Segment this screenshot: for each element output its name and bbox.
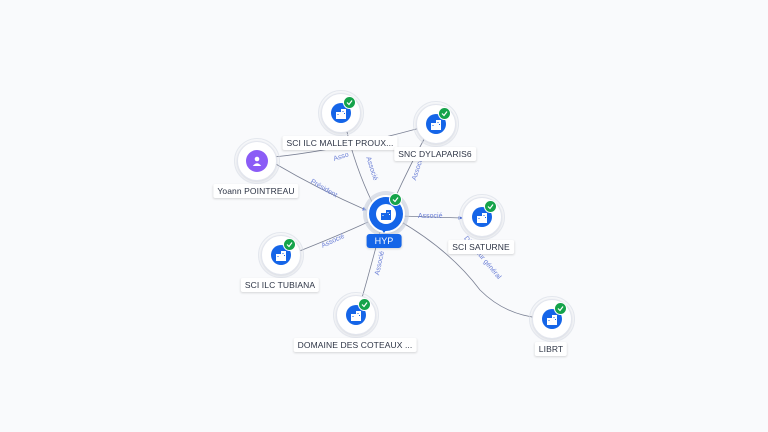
edge-hyp-saturne (399, 215, 463, 220)
building-icon (426, 114, 446, 134)
verified-check-icon (389, 193, 402, 206)
building-icon (346, 305, 366, 325)
node-label[interactable]: DOMAINE DES COTEAUX ... (293, 338, 417, 352)
node-circle[interactable] (367, 193, 405, 233)
node-circle[interactable] (258, 232, 304, 278)
edge-label-hyp-mallet: Associé (364, 156, 378, 182)
node-label[interactable]: SCI SATURNE (448, 240, 514, 254)
edge-hyp-librt (397, 219, 541, 320)
node-circle[interactable] (529, 296, 575, 342)
building-icon (271, 245, 291, 265)
edge-label-yoann-mallet: Asso (333, 151, 350, 162)
building-icon (472, 207, 492, 227)
edge-label-yoann-hyp: Président (309, 178, 338, 199)
building-icon (376, 204, 396, 224)
node-label[interactable]: SCI ILC MALLET PROUX... (282, 136, 398, 150)
node-circle[interactable] (234, 138, 280, 184)
edge-label-hyp-saturne: Associé (418, 213, 443, 220)
verified-check-icon (358, 298, 371, 311)
node-circle[interactable] (459, 194, 505, 240)
verified-check-icon (554, 302, 567, 315)
verified-check-icon (343, 96, 356, 109)
verified-check-icon (484, 200, 497, 213)
building-icon (331, 103, 351, 123)
node-circle[interactable] (413, 101, 459, 147)
node-label[interactable]: SCI ILC TUBIANA (240, 278, 320, 292)
pin-pointer (379, 226, 389, 233)
edge-label-hyp-domaine: Associé (374, 250, 386, 276)
node-circle[interactable] (333, 292, 379, 338)
building-icon (542, 309, 562, 329)
edge-yoann-hyp (273, 162, 367, 211)
node-circle[interactable] (318, 90, 364, 136)
verified-check-icon (283, 238, 296, 251)
edge-label-hyp-tubiana: Associé (321, 233, 346, 250)
verified-check-icon (438, 107, 451, 120)
node-label[interactable]: LIBRT (534, 342, 568, 356)
person-icon (246, 150, 268, 172)
node-label[interactable]: HYP (366, 234, 402, 248)
node-label[interactable]: SNC DYLAPARIS6 (394, 147, 476, 161)
node-label[interactable]: Yoann POINTREAU (213, 184, 299, 198)
